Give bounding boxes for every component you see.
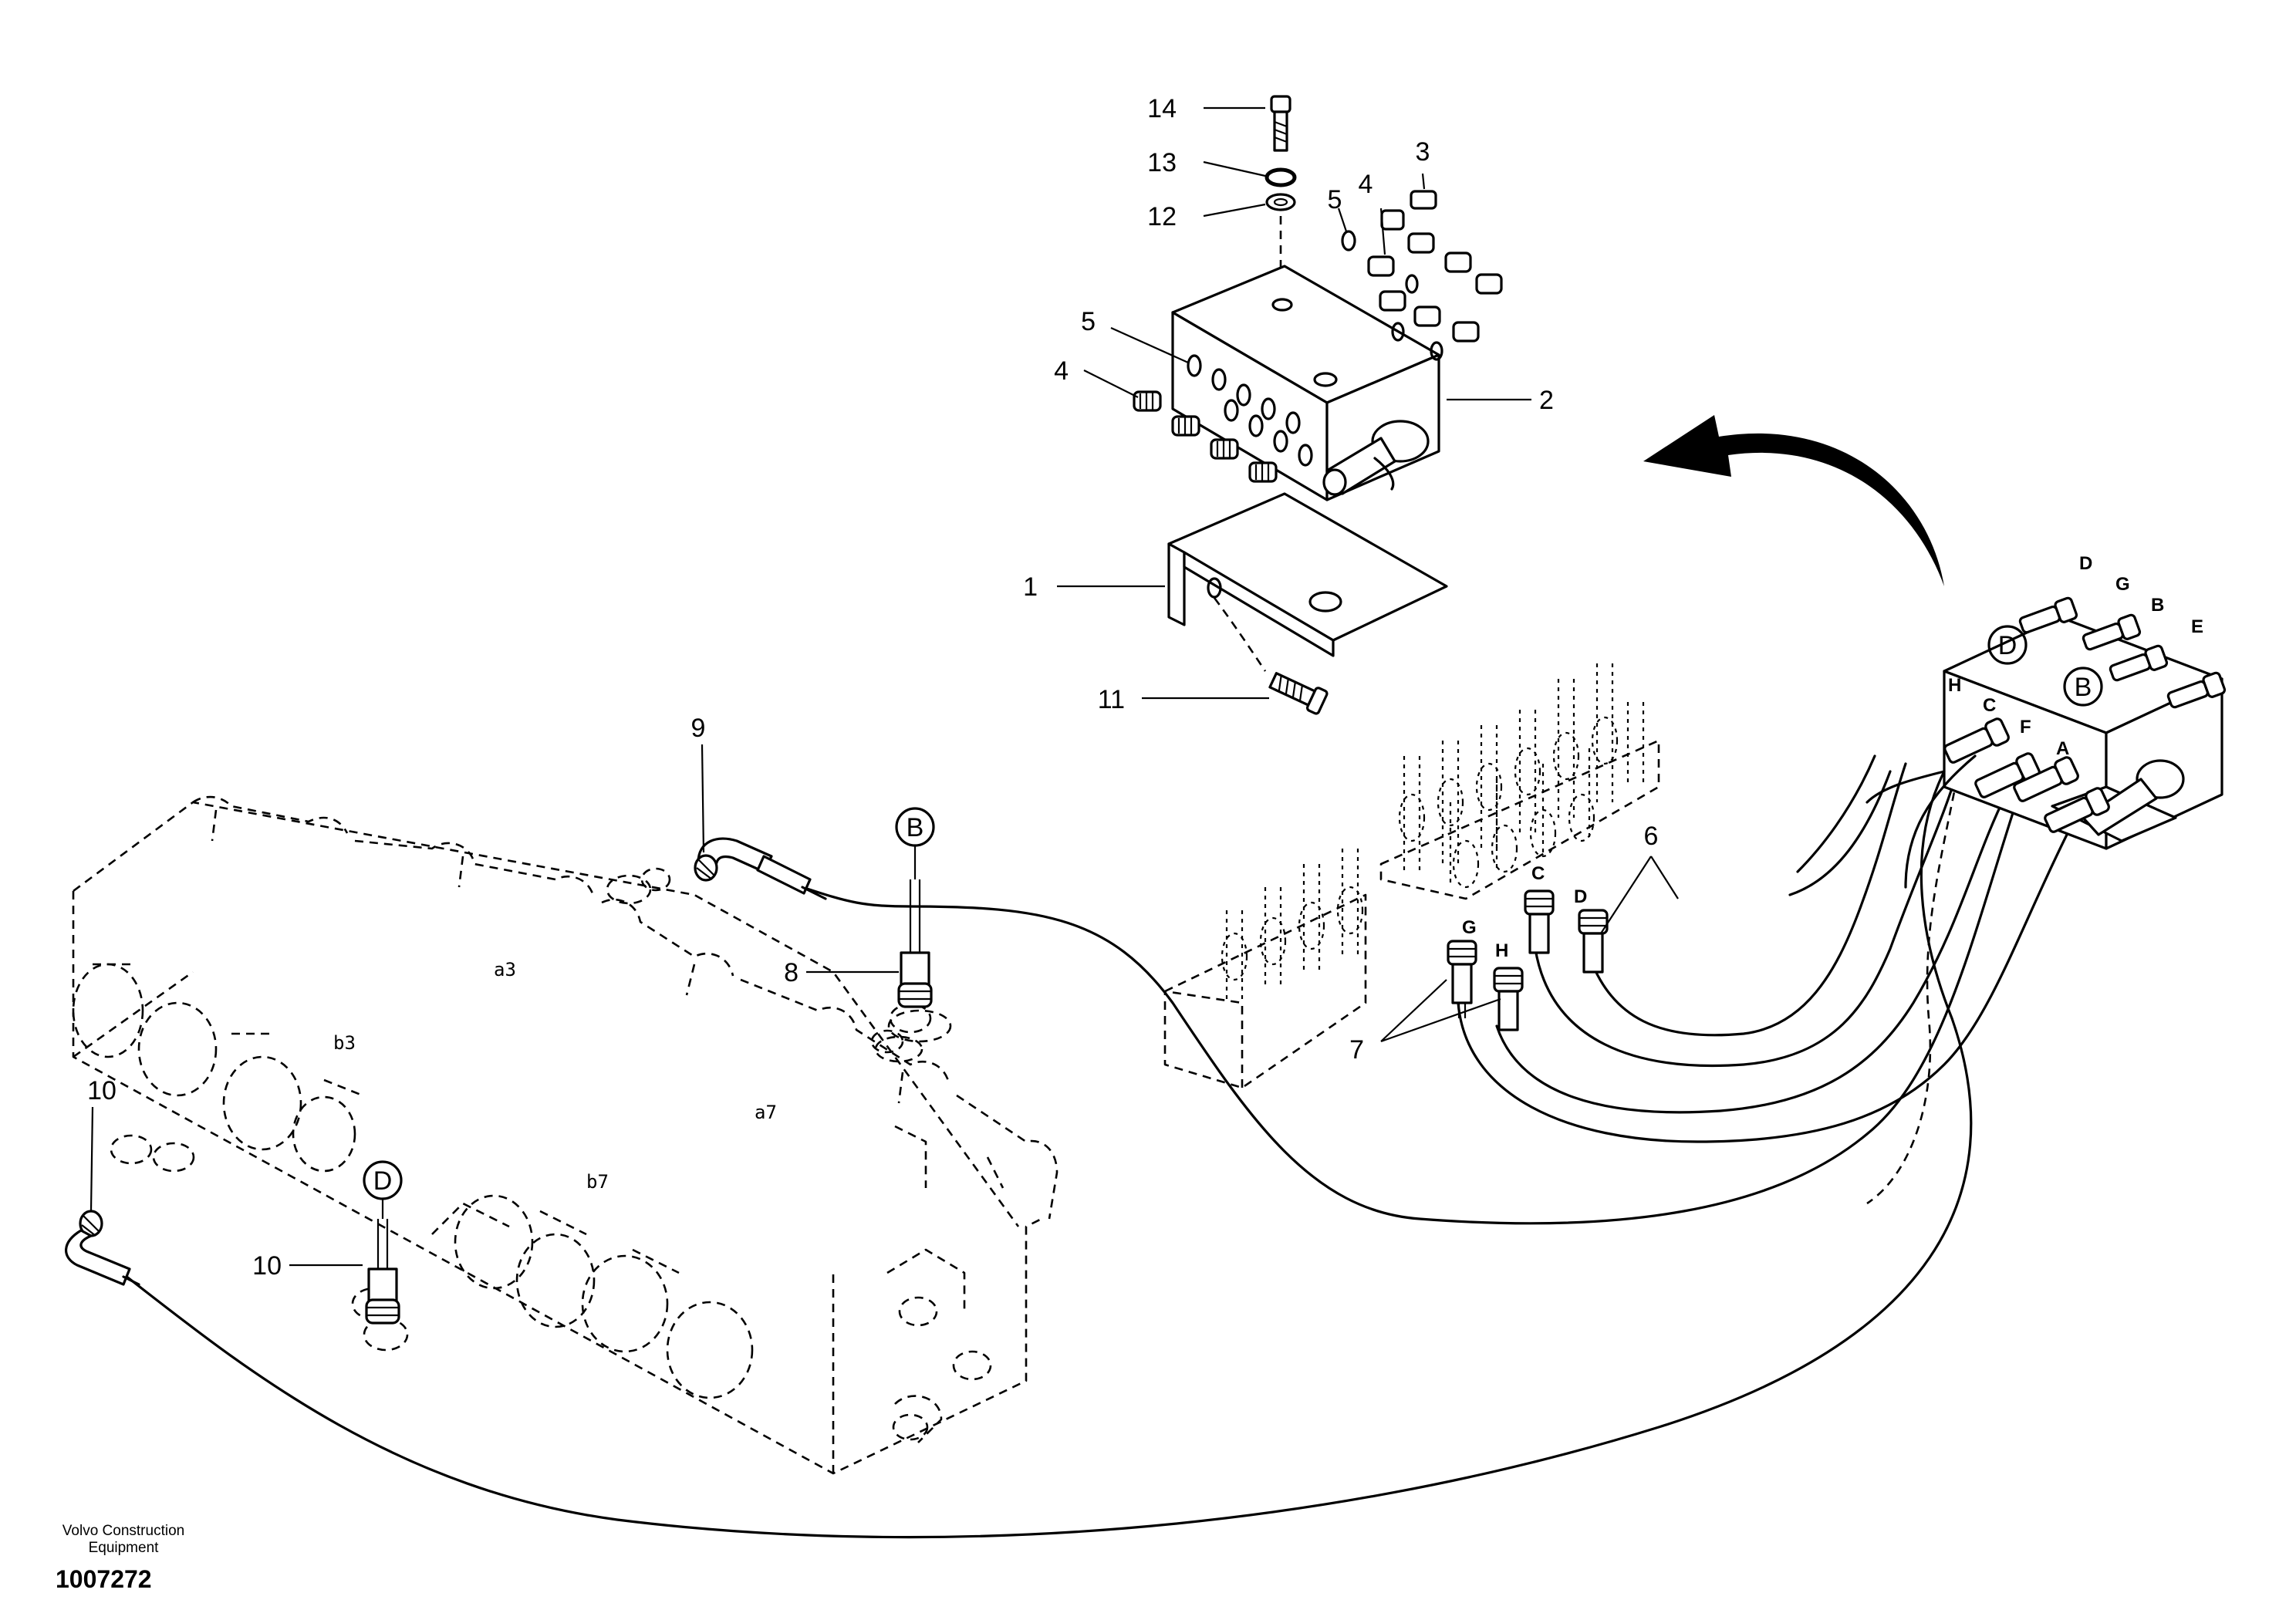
quick-connectors xyxy=(1447,889,1609,1031)
connector-8 xyxy=(874,879,952,1063)
callout-10-lower: 10 xyxy=(252,1251,282,1281)
connector-h: H xyxy=(1495,940,1508,961)
brand-line-1: Volvo Construction xyxy=(62,1523,184,1539)
connector-d: D xyxy=(1574,886,1587,907)
zone-a3: a3 xyxy=(494,959,516,980)
callout-10-left: 10 xyxy=(87,1076,116,1105)
ref-marker-d-main xyxy=(363,1160,403,1219)
bracket-1 xyxy=(1167,492,1448,657)
port-g: G xyxy=(2115,574,2130,595)
callout-14: 14 xyxy=(1147,94,1177,123)
zone-a7: a7 xyxy=(755,1102,777,1123)
callout-13: 13 xyxy=(1147,148,1177,177)
main-control-valve-outline xyxy=(72,795,1059,1475)
zone-b7: b7 xyxy=(586,1171,609,1193)
bolt-11-icon xyxy=(1268,672,1329,715)
fittings-right xyxy=(1341,190,1503,361)
connector-c: C xyxy=(1531,863,1545,884)
valve-fittings xyxy=(110,867,992,1441)
callout-1: 1 xyxy=(1023,572,1038,602)
leader-lines xyxy=(89,106,1679,1267)
port-h: H xyxy=(1948,675,1961,696)
hoses xyxy=(110,754,2069,1539)
circled-ref-letters: B D B D xyxy=(373,631,2092,1196)
footer: Volvo Construction Equipment 1007272 xyxy=(56,1523,184,1593)
fittings-left xyxy=(1133,390,1278,483)
port-f: F xyxy=(2020,717,2031,737)
elbow-fitting-10 xyxy=(65,1210,140,1286)
callout-labels: 14 13 12 3 4 5 5 4 2 1 11 9 8 10 10 6 7 xyxy=(87,94,1658,1281)
callout-9: 9 xyxy=(691,714,706,743)
port-a: A xyxy=(2056,738,2069,759)
elbow-fitting-9 xyxy=(694,837,827,900)
callout-5-right: 5 xyxy=(1328,185,1342,214)
callout-7: 7 xyxy=(1349,1035,1364,1065)
pilot-valve-outline xyxy=(1163,663,1660,1089)
callout-12: 12 xyxy=(1147,202,1177,231)
connector-10-upper xyxy=(365,1219,400,1325)
port-b: B xyxy=(2151,595,2164,616)
valve-block-assembly xyxy=(1133,95,1503,715)
callout-6: 6 xyxy=(1644,822,1659,851)
port-c: C xyxy=(1983,695,1996,716)
callout-8: 8 xyxy=(784,958,799,987)
callout-11: 11 xyxy=(1098,685,1125,714)
callout-2: 2 xyxy=(1539,386,1554,415)
connector-g: G xyxy=(1462,917,1477,938)
port-letters: D G B E H C F A G C D H xyxy=(1462,553,2203,961)
accessory-valve-block xyxy=(1866,596,2227,889)
zone-b3: b3 xyxy=(333,1032,356,1054)
ref-d-main: D xyxy=(373,1166,393,1196)
ref-b-valve: B xyxy=(2075,673,2092,702)
callout-4-right: 4 xyxy=(1359,170,1373,199)
document-number: 1007272 xyxy=(56,1565,152,1593)
callout-3: 3 xyxy=(1416,137,1430,167)
port-e: E xyxy=(2191,616,2203,637)
direction-arrow xyxy=(1643,415,1944,586)
washer-13-icon xyxy=(1264,167,1297,187)
callout-5-left: 5 xyxy=(1081,307,1096,336)
pilot-solenoids xyxy=(1221,663,1645,1003)
washer-12-icon xyxy=(1265,193,1296,211)
ref-b-main: B xyxy=(907,813,924,842)
callout-4-left: 4 xyxy=(1054,356,1069,386)
hidden-hoses xyxy=(1866,763,1961,1205)
ref-d-valve: D xyxy=(1998,631,2017,660)
port-d: D xyxy=(2079,553,2092,574)
screw-14-icon xyxy=(1270,95,1292,152)
brand-line-2: Equipment xyxy=(89,1540,160,1556)
ref-marker-b-main xyxy=(895,807,935,879)
zone-labels: a3 b3 a7 b7 xyxy=(333,959,777,1193)
